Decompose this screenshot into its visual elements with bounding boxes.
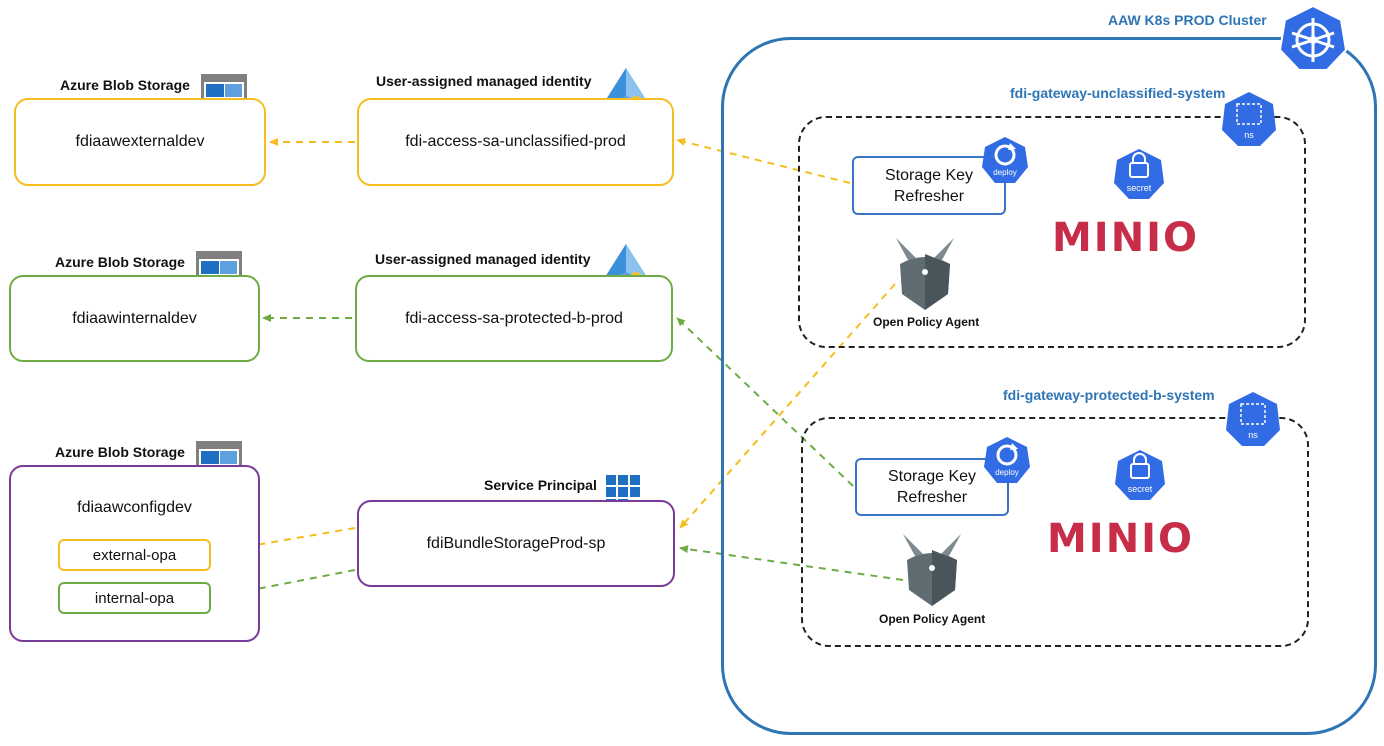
secret-icon-label: secret — [1128, 484, 1153, 494]
opa-icon — [897, 532, 967, 613]
namespace-title: fdi-gateway-protected-b-system — [1003, 387, 1215, 403]
namespace-boundary-protected — [801, 417, 1309, 647]
refresher-label: Storage Key Refresher — [884, 166, 974, 205]
namespace-icon: ns — [1220, 90, 1278, 153]
container-name: internal-opa — [94, 589, 175, 607]
storage-type-label: Azure Blob Storage — [55, 444, 185, 460]
arrow-opa-protected-to-sp — [679, 545, 904, 581]
cluster-title: AAW K8s PROD Cluster — [1108, 12, 1267, 28]
k8s-cluster-boundary — [721, 37, 1377, 735]
kubernetes-icon — [1278, 4, 1348, 77]
deploy-icon-label: deploy — [995, 468, 1019, 477]
storage-type-label: Azure Blob Storage — [60, 77, 190, 93]
namespace-title: fdi-gateway-unclassified-system — [1010, 85, 1226, 101]
arrow-refresher-protected-to-identity — [676, 317, 854, 487]
container-name: external-opa — [92, 546, 177, 564]
storage-key-refresher-box[interactable]: Storage Key Refresher — [855, 458, 1009, 516]
namespace-boundary-unclassified — [798, 116, 1306, 348]
storage-name: fdiaawinternaldev — [72, 309, 197, 327]
service-principal-box[interactable]: fdiBundleStorageProd-sp — [357, 500, 675, 587]
sp-type-label: Service Principal — [484, 477, 597, 493]
namespace-icon: ns — [1224, 390, 1282, 453]
opa-label: Open Policy Agent — [873, 315, 980, 329]
storage-name: fdiaawconfigdev — [77, 499, 192, 516]
arrow-refresher-unclassified-to-identity — [676, 138, 851, 184]
secret-icon: secret — [1113, 448, 1167, 507]
opa-label: Open Policy Agent — [879, 612, 986, 626]
opa-icon — [890, 236, 960, 317]
secret-icon-label: secret — [1127, 183, 1152, 193]
minio-logo: MINIO — [1047, 516, 1195, 562]
identity-name: fdi-access-sa-protected-b-prod — [405, 309, 623, 327]
storage-type-label: Azure Blob Storage — [55, 254, 185, 270]
sp-name: fdiBundleStorageProd-sp — [426, 534, 606, 552]
arrow-opa-unclassified-to-sp — [679, 283, 896, 529]
deploy-icon: deploy — [982, 435, 1032, 490]
identity-type-label: User-assigned managed identity — [375, 251, 591, 267]
identity-box-unclassified[interactable]: fdi-access-sa-unclassified-prod — [357, 98, 674, 186]
identity-type-label: User-assigned managed identity — [376, 73, 592, 89]
storage-box-internal[interactable]: fdiaawinternaldev — [9, 275, 260, 362]
storage-name: fdiaawexternaldev — [75, 133, 205, 150]
minio-logo: MINIO — [1052, 215, 1200, 261]
identity-box-protected[interactable]: fdi-access-sa-protected-b-prod — [355, 275, 673, 362]
storage-key-refresher-box[interactable]: Storage Key Refresher — [852, 156, 1006, 215]
deploy-icon: deploy — [980, 135, 1030, 190]
refresher-label: Storage Key Refresher — [887, 468, 977, 506]
storage-box-external[interactable]: fdiaawexternaldev — [14, 98, 266, 186]
namespace-icon-label: ns — [1248, 430, 1258, 440]
container-external-opa[interactable]: external-opa — [58, 539, 211, 571]
container-internal-opa[interactable]: internal-opa — [58, 582, 211, 614]
deploy-icon-label: deploy — [993, 168, 1017, 177]
namespace-icon-label: ns — [1244, 130, 1254, 140]
identity-name: fdi-access-sa-unclassified-prod — [405, 133, 626, 150]
secret-icon: secret — [1112, 147, 1166, 206]
